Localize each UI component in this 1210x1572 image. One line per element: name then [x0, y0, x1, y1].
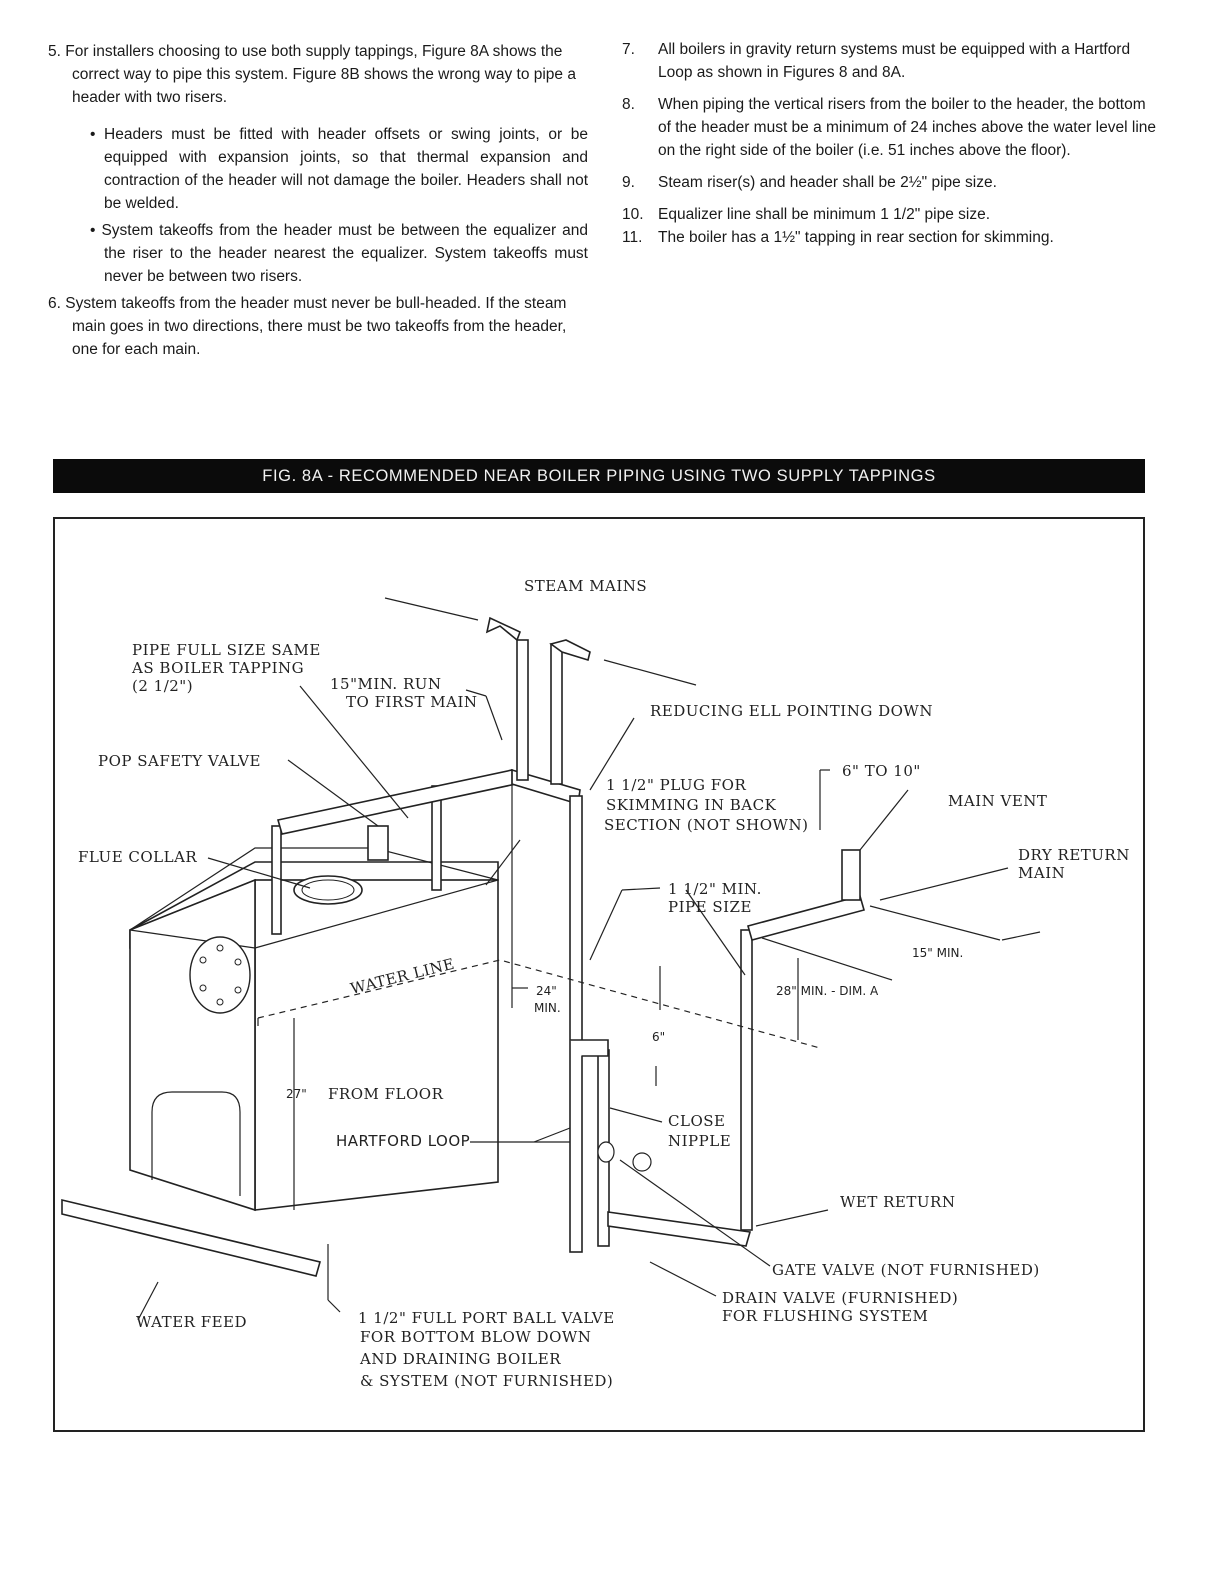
- label-steam-mains: STEAM MAINS: [524, 577, 647, 595]
- label-dry-return-2: MAIN: [1018, 864, 1065, 882]
- label-plug-3: SECTION (NOT SHOWN): [604, 816, 808, 834]
- label-ball-valve-4: & SYSTEM (NOT FURNISHED): [360, 1372, 613, 1390]
- item-number: 9.: [622, 174, 635, 191]
- boiler-body: [129, 847, 499, 1212]
- label-drain-valve-1: DRAIN VALVE (FURNISHED): [722, 1289, 958, 1307]
- label-dim-27: 27": [286, 1087, 307, 1101]
- label-from-floor: FROM FLOOR: [328, 1085, 444, 1103]
- bottom-return-left: [61, 1198, 321, 1277]
- label-min-pipe-2: PIPE SIZE: [668, 898, 752, 916]
- list-item-10: 10. Equalizer line shall be minimum 1 1/…: [622, 203, 1162, 226]
- item-number: 8.: [622, 96, 635, 113]
- label-gate-valve: GATE VALVE (NOT FURNISHED): [772, 1261, 1040, 1279]
- list-item-8: 8. When piping the vertical risers from …: [622, 93, 1162, 162]
- dry-return-riser: [740, 929, 753, 1231]
- item-text: All boilers in gravity return systems mu…: [658, 41, 1131, 81]
- paragraph-item-5: 5. For installers choosing to use both s…: [48, 43, 576, 106]
- label-dim-24: 24": [536, 984, 557, 998]
- item-text: The boiler has a 1½" tapping in rear sec…: [658, 229, 1054, 246]
- label-min-pipe-1: 1 1/2" MIN.: [668, 880, 762, 898]
- label-main-vent: MAIN VENT: [948, 792, 1047, 810]
- label-wet-return: WET RETURN: [840, 1193, 955, 1211]
- list-item-7: 7. All boilers in gravity return systems…: [622, 38, 1162, 84]
- figure-title: FIG. 8A - RECOMMENDED NEAR BOILER PIPING…: [262, 466, 936, 485]
- label-dim-6: 6": [652, 1030, 665, 1044]
- header-pipe: [276, 769, 518, 835]
- bullet-header-offsets: • Headers must be fitted with header off…: [90, 126, 588, 212]
- steam-main-riser-right: [550, 643, 563, 785]
- list-item-9: 9. Steam riser(s) and header shall be 2½…: [622, 171, 1162, 194]
- label-dim-min: MIN.: [534, 1001, 561, 1015]
- label-ball-valve-1: 1 1/2" FULL PORT BALL VALVE: [358, 1309, 615, 1327]
- label-reducing-ell: REDUCING ELL POINTING DOWN: [650, 702, 933, 720]
- label-close-nipple-1: CLOSE: [668, 1112, 725, 1130]
- label-dry-return-1: DRY RETURN: [1018, 846, 1130, 864]
- figure-title-banner: FIG. 8A - RECOMMENDED NEAR BOILER PIPING…: [53, 459, 1145, 493]
- item-number: 10.: [622, 206, 644, 223]
- hartford-loop-ell: [570, 1039, 609, 1057]
- label-plug-2: SKIMMING IN BACK: [606, 796, 777, 814]
- label-fifteen-min: 15" MIN.: [912, 946, 963, 960]
- label-close-nipple-2: NIPPLE: [668, 1132, 731, 1150]
- label-flue-collar: FLUE COLLAR: [78, 848, 197, 866]
- label-six-to-ten: 6" TO 10": [842, 762, 921, 780]
- label-drain-valve-2: FOR FLUSHING SYSTEM: [722, 1307, 928, 1325]
- label-pipe-full-size-2: AS BOILER TAPPING: [131, 659, 304, 677]
- label-ball-valve-2: FOR BOTTOM BLOW DOWN: [360, 1328, 591, 1346]
- item-number: 11.: [622, 229, 643, 246]
- wet-return-pipe: [607, 1211, 752, 1247]
- steam-main-ell-left: [485, 616, 522, 642]
- safety-valve: [367, 825, 389, 861]
- label-pop-safety-valve: POP SAFETY VALVE: [98, 752, 261, 770]
- label-hartford-loop: HARTFORD LOOP: [336, 1132, 470, 1150]
- dry-return-main: [747, 895, 865, 941]
- equalizer-pipe: [569, 795, 583, 1253]
- riser-left: [271, 825, 282, 935]
- left-column: 5. For installers choosing to use both s…: [48, 40, 588, 365]
- flue-collar-inner: [301, 879, 355, 901]
- item-text: Steam riser(s) and header shall be 2½" p…: [658, 174, 997, 191]
- gate-valve-body: [597, 1141, 615, 1163]
- label-plug-1: 1 1/2" PLUG FOR: [606, 776, 746, 794]
- item-text: When piping the vertical risers from the…: [658, 96, 1156, 159]
- label-min-run-2: TO FIRST MAIN: [346, 693, 478, 711]
- label-pipe-full-size-1: PIPE FULL SIZE SAME: [132, 641, 321, 659]
- label-min-run-1: 15"MIN. RUN: [330, 675, 442, 693]
- list-item-11: 11. The boiler has a 1½" tapping in rear…: [622, 226, 1162, 249]
- steam-main-riser-left: [516, 639, 529, 781]
- label-dim-28: 28" MIN. - DIM. A: [776, 984, 879, 998]
- paragraph-item-6: 6. System takeoffs from the header must …: [48, 295, 567, 358]
- label-ball-valve-3: AND DRAINING BOILER: [359, 1350, 561, 1368]
- steam-main-ell-right: [549, 639, 591, 662]
- label-pipe-full-size-3: (2 1/2"): [132, 677, 193, 695]
- item-number: 7.: [622, 41, 635, 58]
- right-column: 7. All boilers in gravity return systems…: [622, 38, 1162, 258]
- item-text: Equalizer line shall be minimum 1 1/2" p…: [658, 206, 991, 223]
- label-water-feed: WATER FEED: [136, 1313, 247, 1331]
- gate-valve-handle: [632, 1152, 652, 1172]
- main-vent: [841, 849, 861, 901]
- water-line: [257, 959, 821, 1049]
- figure-frame: [53, 517, 1145, 1432]
- inspection-port: [189, 936, 251, 1014]
- leader-lines: [137, 597, 1041, 1321]
- bullet-system-takeoffs: • System takeoffs from the header must b…: [90, 222, 588, 285]
